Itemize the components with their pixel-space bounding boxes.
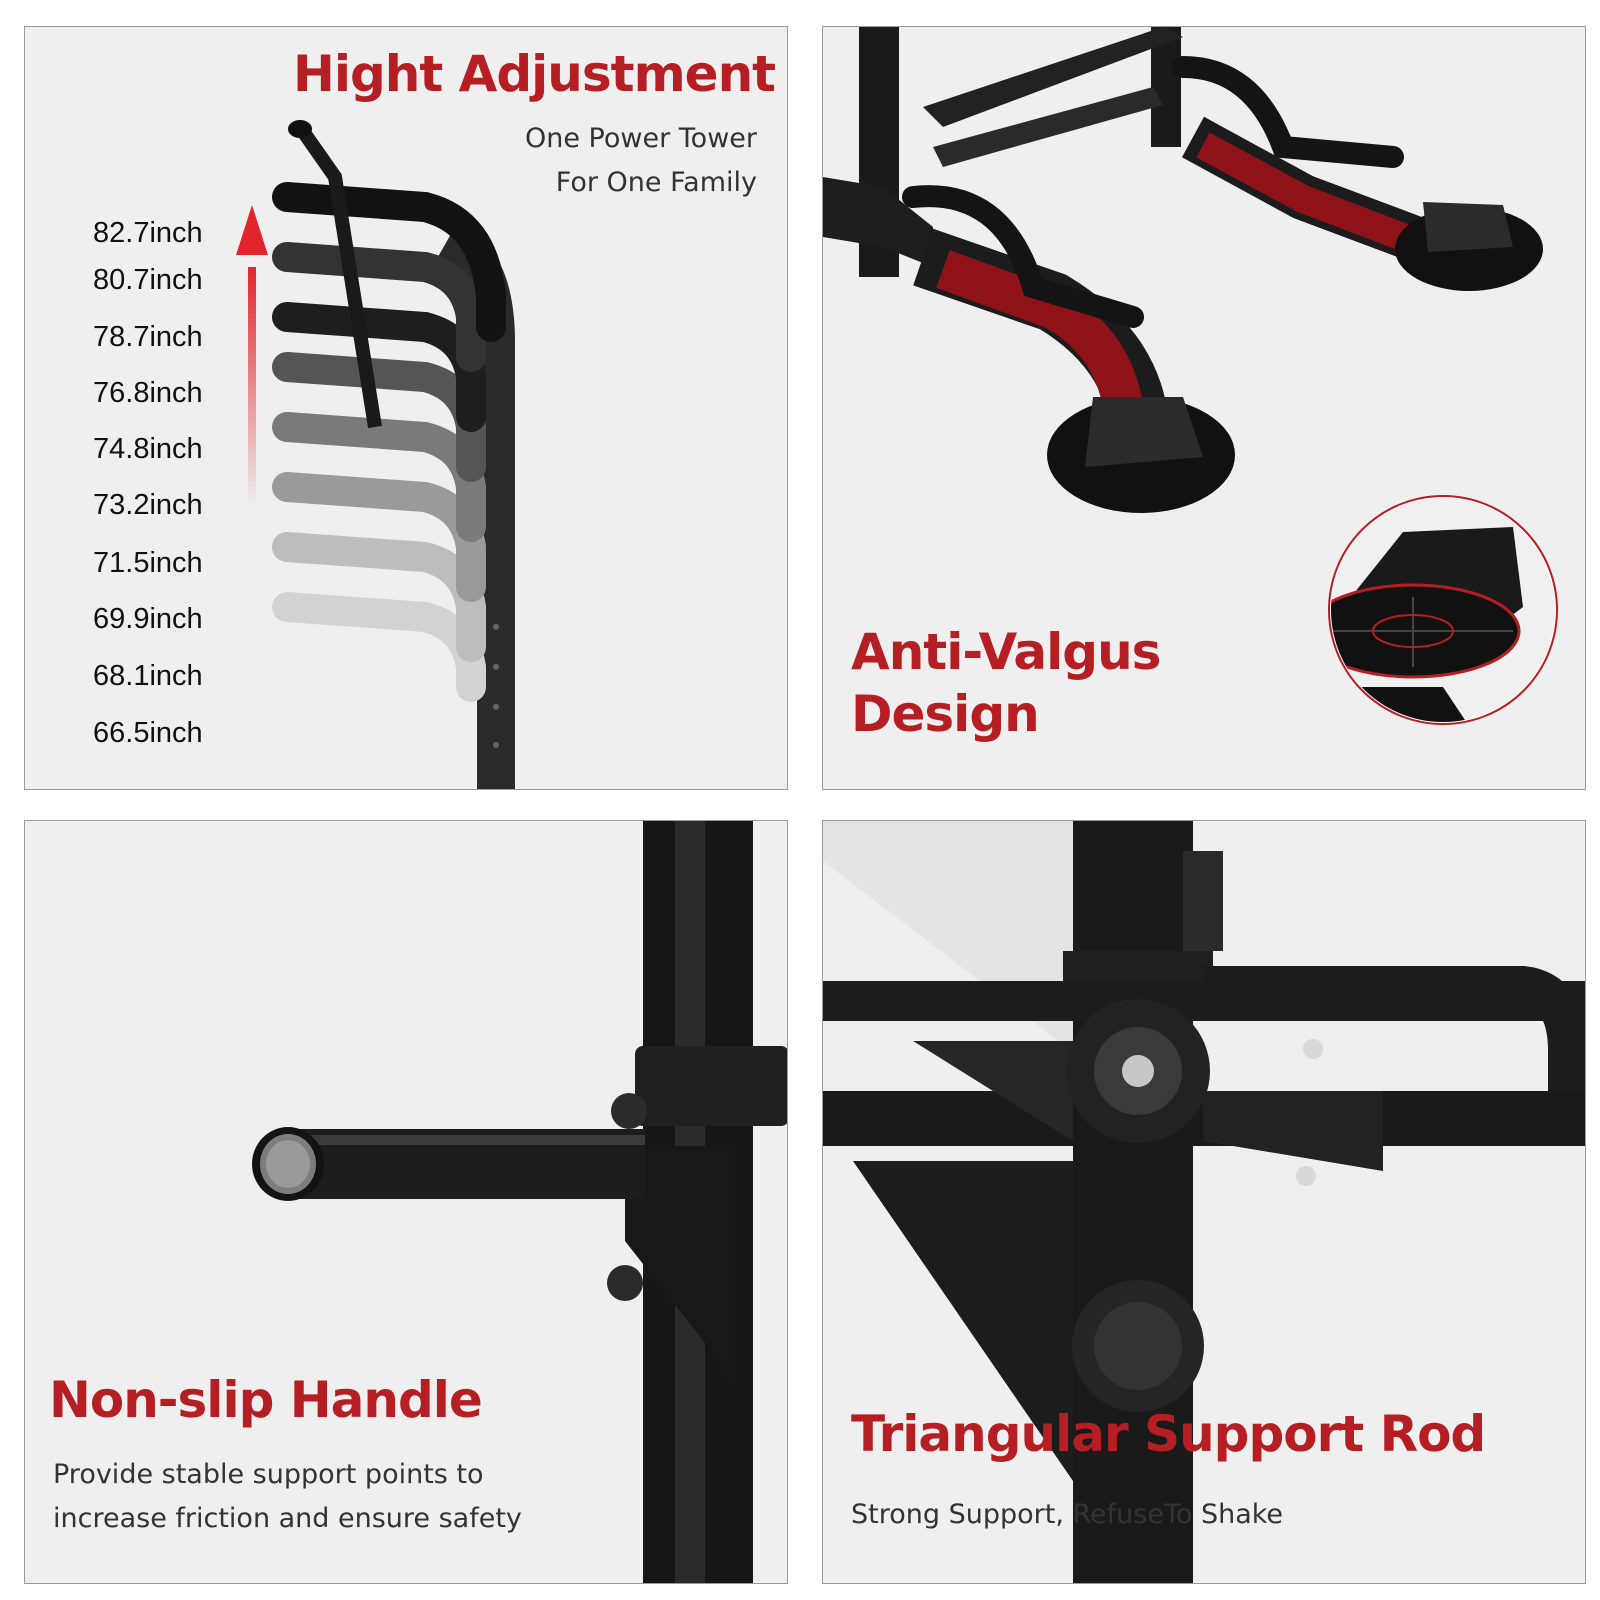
- triangular-support-title: Triangular Support Rod: [851, 1405, 1486, 1463]
- height-subtitle-line2: For One Family: [555, 167, 757, 198]
- height-value: 80.7inch: [93, 264, 203, 296]
- handle-desc-line1: Provide stable support points to: [53, 1459, 484, 1490]
- height-value: 68.1inch: [93, 660, 203, 692]
- non-slip-handle-panel: Non-slip Handle Provide stable support p…: [24, 820, 788, 1584]
- height-subtitle-line1: One Power Tower: [525, 123, 757, 154]
- anti-valgus-title-line1: Anti-Valgus: [851, 623, 1161, 681]
- height-adjustment-panel: Hight Adjustment One Power Tower For One…: [24, 26, 788, 790]
- height-value: 76.8inch: [93, 377, 203, 409]
- tower-base-illustration: [823, 27, 1558, 725]
- height-value: 71.5inch: [93, 547, 203, 579]
- handle-closeup-illustration: [252, 821, 787, 1583]
- height-value: 78.7inch: [93, 321, 203, 353]
- anti-valgus-title-line2: Design: [851, 685, 1040, 743]
- height-value: 69.9inch: [93, 603, 203, 635]
- height-adjustment-title: Hight Adjustment: [293, 45, 776, 103]
- height-value: 74.8inch: [93, 433, 203, 465]
- height-value: 82.7inch: [93, 217, 203, 249]
- height-value: 73.2inch: [93, 489, 203, 521]
- anti-valgus-panel: Anti-Valgus Design: [822, 26, 1586, 790]
- power-tower-arms-illustration: [236, 120, 515, 789]
- triangular-support-panel: Triangular Support Rod Strong Support, R…: [822, 820, 1586, 1584]
- handle-desc-line2: increase friction and ensure safety: [53, 1503, 522, 1534]
- support-rod-illustration: [823, 821, 1585, 1583]
- non-slip-handle-title: Non-slip Handle: [49, 1371, 483, 1429]
- triangular-support-subtitle: Strong Support, RefuseTo Shake: [851, 1499, 1284, 1530]
- height-value: 66.5inch: [93, 717, 203, 749]
